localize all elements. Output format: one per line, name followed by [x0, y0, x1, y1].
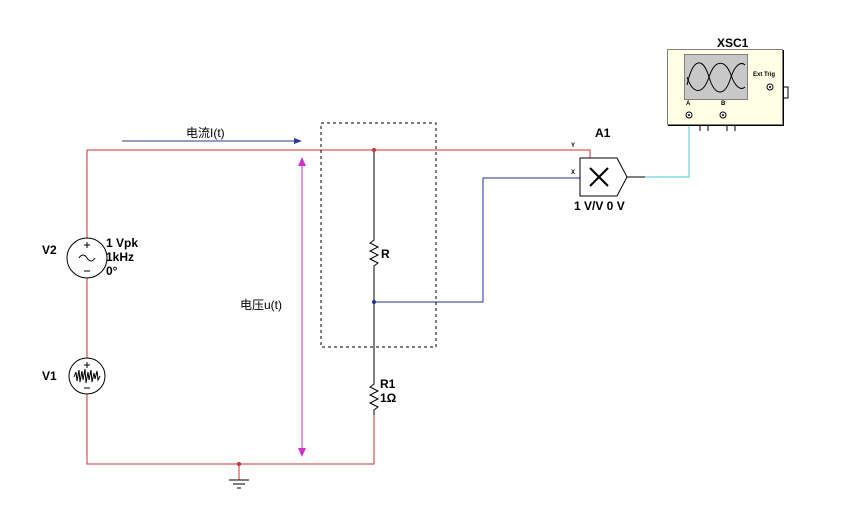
v2-phase: 0° [106, 264, 118, 278]
resistor-r-name: R [381, 247, 390, 261]
multiplier-params: 1 V/V 0 V [574, 199, 625, 213]
ground-icon [229, 479, 249, 489]
multiplier-pin-x: X [571, 170, 576, 176]
wire-bottom [86, 394, 375, 465]
v2-name: V2 [42, 243, 57, 257]
resistor-r1-name: R1 [380, 377, 396, 391]
v1-name: V1 [42, 369, 57, 383]
scope-ext-trig-label: Ext Trig [753, 72, 776, 78]
ac-source-v2-icon [66, 237, 108, 279]
scope-channel-b-label: B [721, 101, 726, 107]
scope-channel-a-label: A [686, 101, 691, 107]
junction-mid [372, 300, 376, 304]
dashed-group-box [320, 122, 437, 348]
junction-bottom [237, 462, 241, 466]
current-arrow [122, 138, 302, 144]
voltage-arrow [298, 157, 306, 457]
v2-frequency: 1kHz [106, 250, 135, 264]
noise-source-v1-icon [68, 357, 106, 395]
wire-blue [374, 177, 580, 303]
current-label: 电流I(t) [186, 126, 225, 140]
red-wires [86, 149, 591, 480]
scope-terminals [685, 83, 774, 119]
multiplier-a1-icon [579, 157, 645, 197]
v2-amplitude: 1 Vpk [106, 236, 139, 250]
resistor-r [368, 236, 380, 270]
junction-top [372, 148, 376, 152]
resistor-r1-value: 1Ω [380, 391, 397, 405]
multiplier-pin-y: Y [571, 143, 576, 149]
wire-top [86, 149, 591, 238]
wire-cyan [645, 123, 690, 178]
resistor-branch [368, 150, 380, 415]
oscilloscope-screen [684, 54, 748, 100]
voltage-label: 电压u(t) [240, 298, 283, 312]
sine-wave-icon [686, 62, 746, 93]
multiplier-name: A1 [595, 126, 611, 140]
resistor-r1 [368, 380, 380, 415]
scope-name: XSC1 [717, 36, 749, 50]
